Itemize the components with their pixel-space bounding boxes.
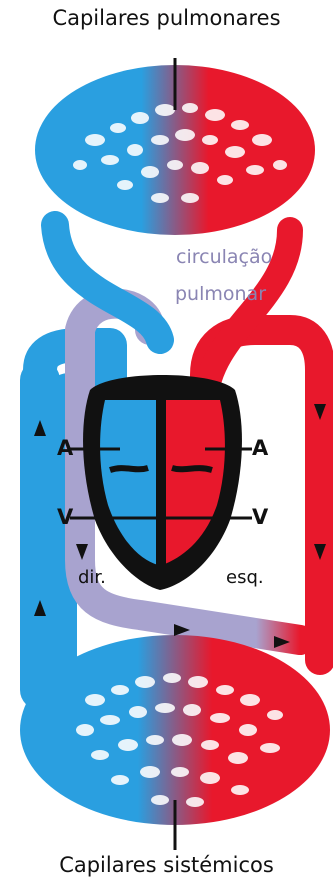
atrium-right-label: A: [57, 436, 73, 460]
left-valve: [172, 468, 212, 470]
heart: [83, 375, 242, 590]
ventricle-right-label: V: [57, 505, 73, 529]
right-valve: [110, 468, 148, 470]
bottom-title: Capilares sistémicos: [0, 853, 333, 877]
top-title: Capilares pulmonares: [0, 6, 333, 30]
side-right-label: dir.: [78, 567, 106, 588]
side-left-label: esq.: [226, 567, 264, 588]
circulation-label-line1: circulação: [176, 246, 272, 268]
circulation-label-line2: pulmonar: [175, 283, 266, 305]
heart-septum: [156, 380, 166, 580]
ventricle-left-label: V: [252, 505, 268, 529]
atrium-left-label: A: [252, 436, 268, 460]
systemic-capillary-bed: [20, 635, 330, 825]
